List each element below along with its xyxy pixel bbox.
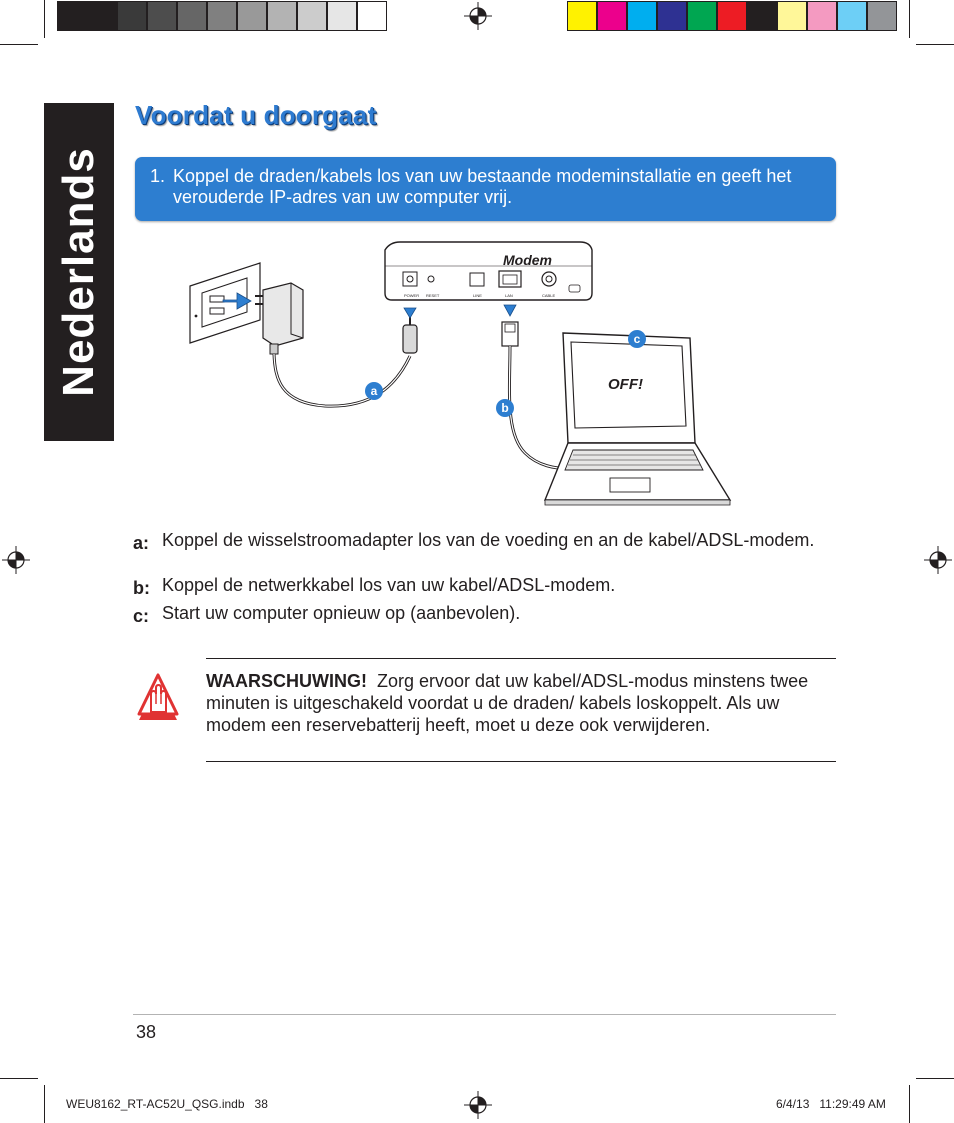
step-box: 1. Koppel de draden/kabels los van uw be… [135, 157, 836, 221]
instruction-label: b: [133, 578, 150, 598]
warning-text-block: WAARSCHUWING! Zorg ervoor dat uw kabel/A… [206, 670, 826, 736]
registration-mark-icon [464, 1091, 492, 1119]
instruction-text: Koppel de netwerkkabel los van uw kabel/… [162, 575, 616, 595]
color-swatch [807, 1, 837, 31]
callout-b: b [496, 399, 514, 417]
color-swatch [297, 1, 327, 31]
page-number: 38 [136, 1022, 157, 1042]
color-swatch [177, 1, 207, 31]
color-swatch [117, 1, 147, 31]
crop-mark [0, 1078, 38, 1079]
instruction-label: a: [133, 533, 150, 553]
instruction-text: Start uw computer opnieuw op (aanbevolen… [162, 603, 521, 623]
svg-text:a: a [371, 384, 378, 398]
arrow-icon [222, 292, 252, 310]
svg-text:LINE: LINE [473, 293, 482, 298]
color-swatch [207, 1, 237, 31]
crop-mark [44, 1085, 45, 1123]
grayscale-color-bar [57, 1, 387, 31]
screen-text: OFF! [608, 376, 643, 393]
crop-mark [916, 44, 954, 45]
svg-text:c: c [634, 332, 641, 346]
color-swatch [267, 1, 297, 31]
color-swatch [777, 1, 807, 31]
color-swatch [237, 1, 267, 31]
color-swatch [717, 1, 747, 31]
crop-mark [44, 0, 45, 38]
color-swatch [837, 1, 867, 31]
registration-mark-icon [924, 546, 952, 574]
svg-text:POWER: POWER [404, 293, 419, 298]
color-swatch [327, 1, 357, 31]
warning-body: Zorg ervoor dat uw kabel/ADSL-modus mins… [206, 671, 809, 735]
page-rule [133, 1014, 836, 1015]
footer-file-info: WEU8162_RT-AC52U_QSG.indb 38 [66, 1097, 268, 1111]
modem-label: Modem [503, 252, 552, 268]
language-label: Nederlands [54, 147, 103, 397]
color-swatch [687, 1, 717, 31]
section-heading: Voordat u doorgaat [135, 100, 377, 130]
step-number: 1. [150, 166, 166, 186]
color-swatch [357, 1, 387, 31]
svg-text:CABLE: CABLE [542, 293, 555, 298]
modem-icon: Modem POWER RESET LINE LAN CABLE [384, 241, 593, 301]
color-swatch [567, 1, 597, 31]
color-swatch [87, 1, 117, 31]
svg-text:b: b [501, 401, 508, 415]
crop-mark [0, 44, 38, 45]
color-swatch [627, 1, 657, 31]
color-swatch [597, 1, 627, 31]
wall-outlet-icon [189, 262, 261, 344]
svg-text:LAN: LAN [505, 293, 513, 298]
color-swatch [747, 1, 777, 31]
language-side-tab: Nederlands [44, 103, 114, 441]
step-text: Koppel de draden/kabels los van uw besta… [173, 166, 792, 207]
warning-bottom-rule [206, 761, 836, 762]
instruction-text: Koppel de wisselstroomadapter los van de… [162, 530, 815, 550]
crop-mark [909, 1085, 910, 1123]
footer-date: 6/4/13 11:29:49 AM [776, 1097, 886, 1111]
power-adapter-icon [255, 282, 304, 355]
network-plug-icon [501, 304, 519, 347]
callout-a: a [365, 382, 383, 400]
warning-hand-icon [137, 673, 179, 720]
arrow-icon [403, 307, 417, 319]
callout-c: c [628, 330, 646, 348]
color-swatch [147, 1, 177, 31]
warning-top-rule [206, 658, 836, 659]
color-swatch [57, 1, 87, 31]
registration-mark-icon [464, 2, 492, 30]
process-color-bar [567, 1, 897, 31]
svg-text:RESET: RESET [426, 293, 440, 298]
color-swatch [657, 1, 687, 31]
instruction-label: c: [133, 606, 150, 626]
disconnect-diagram: Modem POWER RESET LINE LAN CABLE OFF! [189, 241, 732, 506]
color-swatch [867, 1, 897, 31]
laptop-icon: OFF! [543, 332, 732, 506]
crop-mark [909, 0, 910, 38]
registration-mark-icon [2, 546, 30, 574]
crop-mark [916, 1078, 954, 1079]
warning-title: WAARSCHUWING! [206, 671, 367, 691]
